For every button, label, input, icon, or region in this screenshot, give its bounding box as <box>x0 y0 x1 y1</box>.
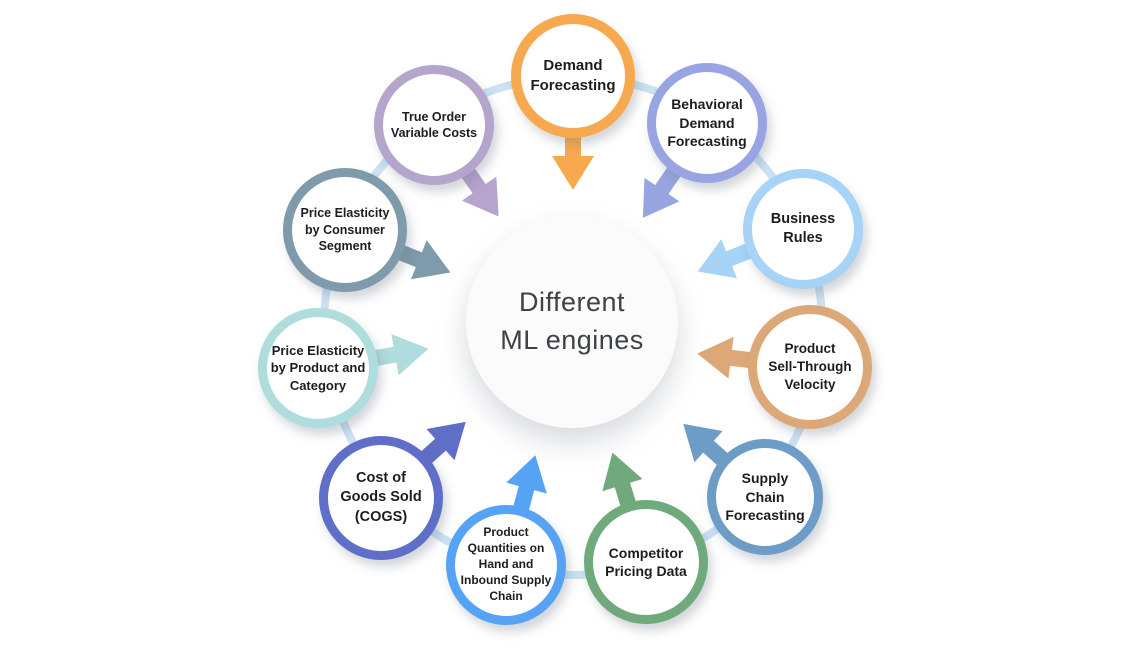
node-cost-of-goods-sold: Cost of Goods Sold (COGS) <box>319 436 443 560</box>
node-label: Demand Forecasting <box>530 57 616 94</box>
node-business-rules: Business Rules <box>743 169 863 289</box>
node-true-order-variable-costs: True Order Variable Costs <box>374 65 494 185</box>
node-supply-chain-forecasting: Supply Chain Forecasting <box>707 439 823 555</box>
node-label: Competitor Pricing Data <box>605 544 687 579</box>
node-label: Behavioral Demand Forecasting <box>667 96 747 150</box>
node-label: Price Elasticity by Product and Category <box>270 343 366 393</box>
node-label: Product Quantities on Hand and Inbound S… <box>460 525 552 603</box>
node-demand-forecasting: Demand Forecasting <box>511 14 635 138</box>
node-label: Price Elasticity by Consumer Segment <box>300 206 390 254</box>
node-label: True Order Variable Costs <box>390 109 478 141</box>
node-competitor-pricing-data: Competitor Pricing Data <box>584 500 708 624</box>
node-label: Supply Chain Forecasting <box>725 470 805 524</box>
node-label: Cost of Goods Sold (COGS) <box>340 470 422 525</box>
hub-circle: Different ML engines <box>466 216 678 428</box>
node-product-sell-through-velocity: Product Sell-Through Velocity <box>748 305 872 429</box>
node-behavioral-demand-forecasting: Behavioral Demand Forecasting <box>647 63 767 183</box>
node-label: Business Rules <box>770 210 836 246</box>
node-price-elasticity-product-category: Price Elasticity by Product and Category <box>258 308 378 428</box>
node-product-quantities-on-hand: Product Quantities on Hand and Inbound S… <box>446 505 566 625</box>
node-label: Product Sell-Through Velocity <box>768 341 852 392</box>
arrow-demand-forecasting <box>552 118 594 190</box>
hub-title: Different ML engines <box>500 287 644 355</box>
node-price-elasticity-consumer-segment: Price Elasticity by Consumer Segment <box>283 168 407 292</box>
